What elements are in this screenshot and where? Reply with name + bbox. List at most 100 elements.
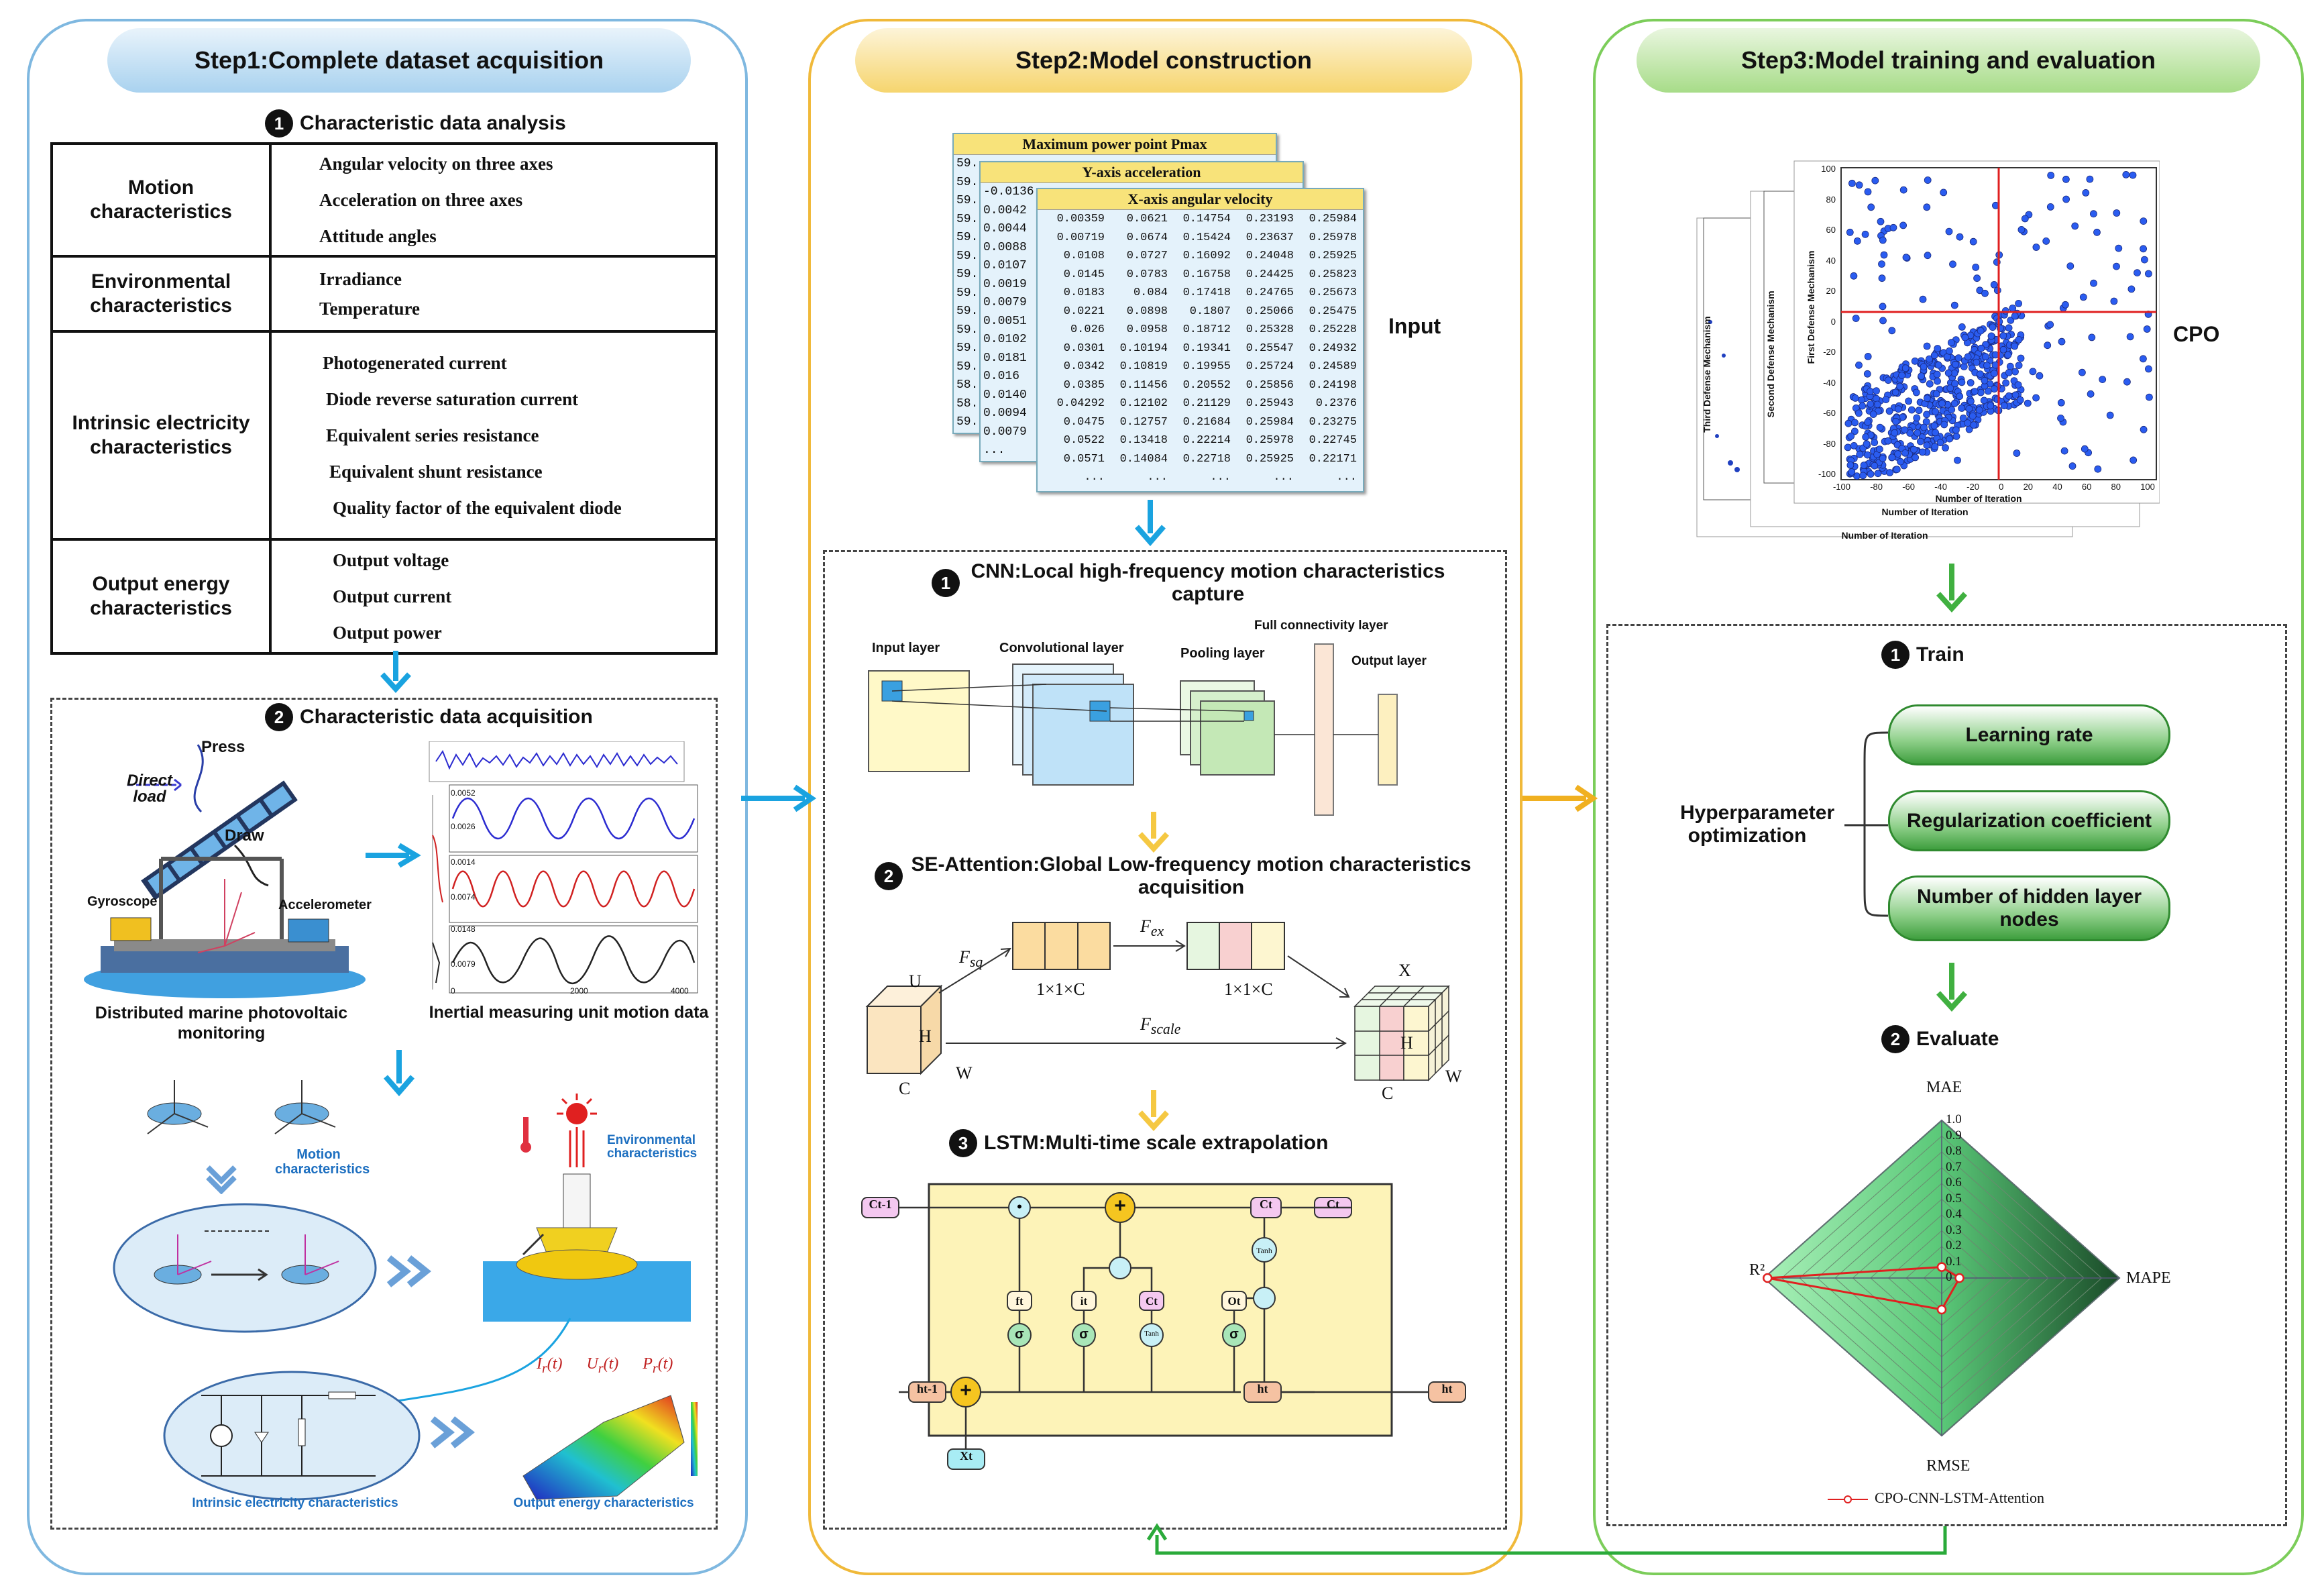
scatter-point (1924, 252, 1932, 260)
x-tick-label: 100 (2140, 482, 2155, 492)
scatter-point (1987, 402, 1995, 410)
scatter-point (2062, 301, 2069, 309)
label-motion-characteristics: Motion characteristics (275, 1147, 370, 1177)
scatter-point (2002, 379, 2010, 387)
scatter-point (1990, 280, 1998, 288)
sheet-cell: 0.25823 (1309, 268, 1357, 281)
radar-axis-line (1764, 1120, 2119, 1436)
step2-title: Step2:Model construction (855, 28, 1472, 93)
scatter-point (1851, 419, 1859, 427)
scatter-point (2014, 381, 2022, 389)
scatter-point (2001, 307, 2009, 315)
section-lstm: 3 LSTM:Multi-time scale extrapolation (949, 1129, 1328, 1157)
acquisition-box (50, 698, 718, 1530)
sheet-cell: 0.12757 (1119, 415, 1168, 429)
scatter-point (1923, 203, 1931, 211)
sheet-cell: 0.2376 (1315, 397, 1357, 410)
sheet-cell: 0.17418 (1182, 286, 1231, 299)
label-environmental-characteristics: Environmental characteristics (607, 1133, 698, 1161)
scatter-point (1864, 352, 1872, 360)
lstm-h-out: ht (1441, 1382, 1453, 1395)
bracket-connector (1844, 731, 1889, 917)
sheet-cell: 0.24425 (1246, 268, 1294, 281)
scatter-point (2017, 226, 2026, 233)
scatter-point (1875, 445, 1883, 454)
sheet-cell: 59. (956, 249, 979, 263)
sheet-cell: 0.24765 (1246, 286, 1294, 299)
down-arrow-icon (380, 651, 411, 693)
scatter-point (1913, 414, 1921, 422)
y-tick-label: -80 (1823, 438, 1836, 449)
scatter-xlabel: Number of Iteration (1935, 493, 2022, 504)
scatter-point (1956, 233, 1964, 241)
scatter-point (1952, 360, 1959, 368)
radar-tick-label: 0.8 (1946, 1144, 1962, 1158)
radar-tick-label: 0.5 (1946, 1191, 1962, 1206)
f-subscript: scale (1150, 1021, 1181, 1038)
scatter-point (1977, 327, 1985, 335)
section-title: CNN:Local high-frequency motion characte… (971, 560, 1445, 605)
scatter-point (2004, 351, 2012, 359)
scatter-point (2021, 215, 2029, 223)
label-output-curves: Ir(t) Ur(t) Pr(t) (537, 1355, 673, 1376)
lstm-plus: + (1114, 1195, 1126, 1217)
label-conv-layer: Convolutional layer (999, 641, 1124, 655)
scatter-xlabel: Number of Iteration (1841, 530, 1928, 541)
sheet-cell: 0.11456 (1119, 378, 1168, 392)
scatter-point (1874, 470, 1882, 478)
scatter-point (1971, 388, 1979, 396)
category-motion: Motion characteristics (50, 142, 272, 258)
sheet-cell: 59. (956, 286, 979, 300)
scatter-point (1902, 254, 1910, 262)
radar-tick-label: 0.9 (1946, 1128, 1962, 1143)
scatter-point (1950, 399, 1958, 407)
sheet-cell: 0.0145 (1063, 268, 1105, 281)
scatter-point (1920, 423, 1928, 431)
scatter-point (1934, 361, 1942, 369)
y-tick-label: -100 (1818, 469, 1836, 479)
hyperparam-regularization: Regularization coefficient (1888, 790, 2170, 851)
scatter-point (1944, 369, 1952, 377)
radar-tick-label: 0.4 (1946, 1207, 1962, 1221)
sheet-cell: ... (1273, 471, 1294, 484)
hyperparam-hidden-nodes: Number of hidden layer nodes (1888, 875, 2170, 941)
scatter-point (1930, 352, 1938, 360)
caption-pv-monitoring: Distributed marine photovoltaic monitori… (95, 1004, 348, 1043)
y-tick-label: 100 (1821, 164, 1836, 174)
scatter-point (1866, 387, 1874, 395)
imu-value: 0.0052 (451, 788, 476, 798)
scatter-point (1945, 347, 1953, 355)
scatter-point (1867, 470, 1875, 478)
scatter-point (1981, 289, 1989, 297)
scatter-point (1847, 432, 1855, 440)
scatter-points (1844, 170, 2153, 480)
sheet-cell: 0.18712 (1182, 323, 1231, 336)
scatter-point (1877, 217, 1885, 225)
label-u: U (909, 971, 922, 991)
section-title: Train (1916, 643, 1965, 666)
scatter-point (2086, 175, 2094, 183)
scatter-point (2000, 402, 2008, 410)
scatter-point (1899, 186, 1907, 194)
radar-series-points (1763, 1262, 1965, 1315)
scatter-point (2129, 171, 2137, 179)
item: Equivalent series resistance (326, 425, 539, 445)
hyperparameter-label: Hyperparameter optimization (1680, 802, 1835, 847)
scatter-point (2087, 390, 2095, 398)
scatter-point (1861, 230, 1869, 238)
sheet-cell: 0.00719 (1056, 231, 1105, 244)
scatter-point (2146, 393, 2153, 401)
sheet-cell: 0.24932 (1309, 341, 1357, 355)
scatter-point (1850, 441, 1858, 449)
scatter-point (2036, 372, 2044, 380)
scatter-point (1864, 418, 1872, 426)
sheet-cell: 0.25943 (1246, 397, 1294, 410)
scatter-xlabel: Number of Iteration (1881, 507, 1969, 517)
sheet-cell: 0.16092 (1182, 250, 1231, 262)
scatter-point (2013, 449, 2021, 457)
section-train: 1 Train (1881, 641, 1965, 669)
scatter-point (1911, 357, 1919, 365)
scatter-point (1983, 362, 1991, 370)
